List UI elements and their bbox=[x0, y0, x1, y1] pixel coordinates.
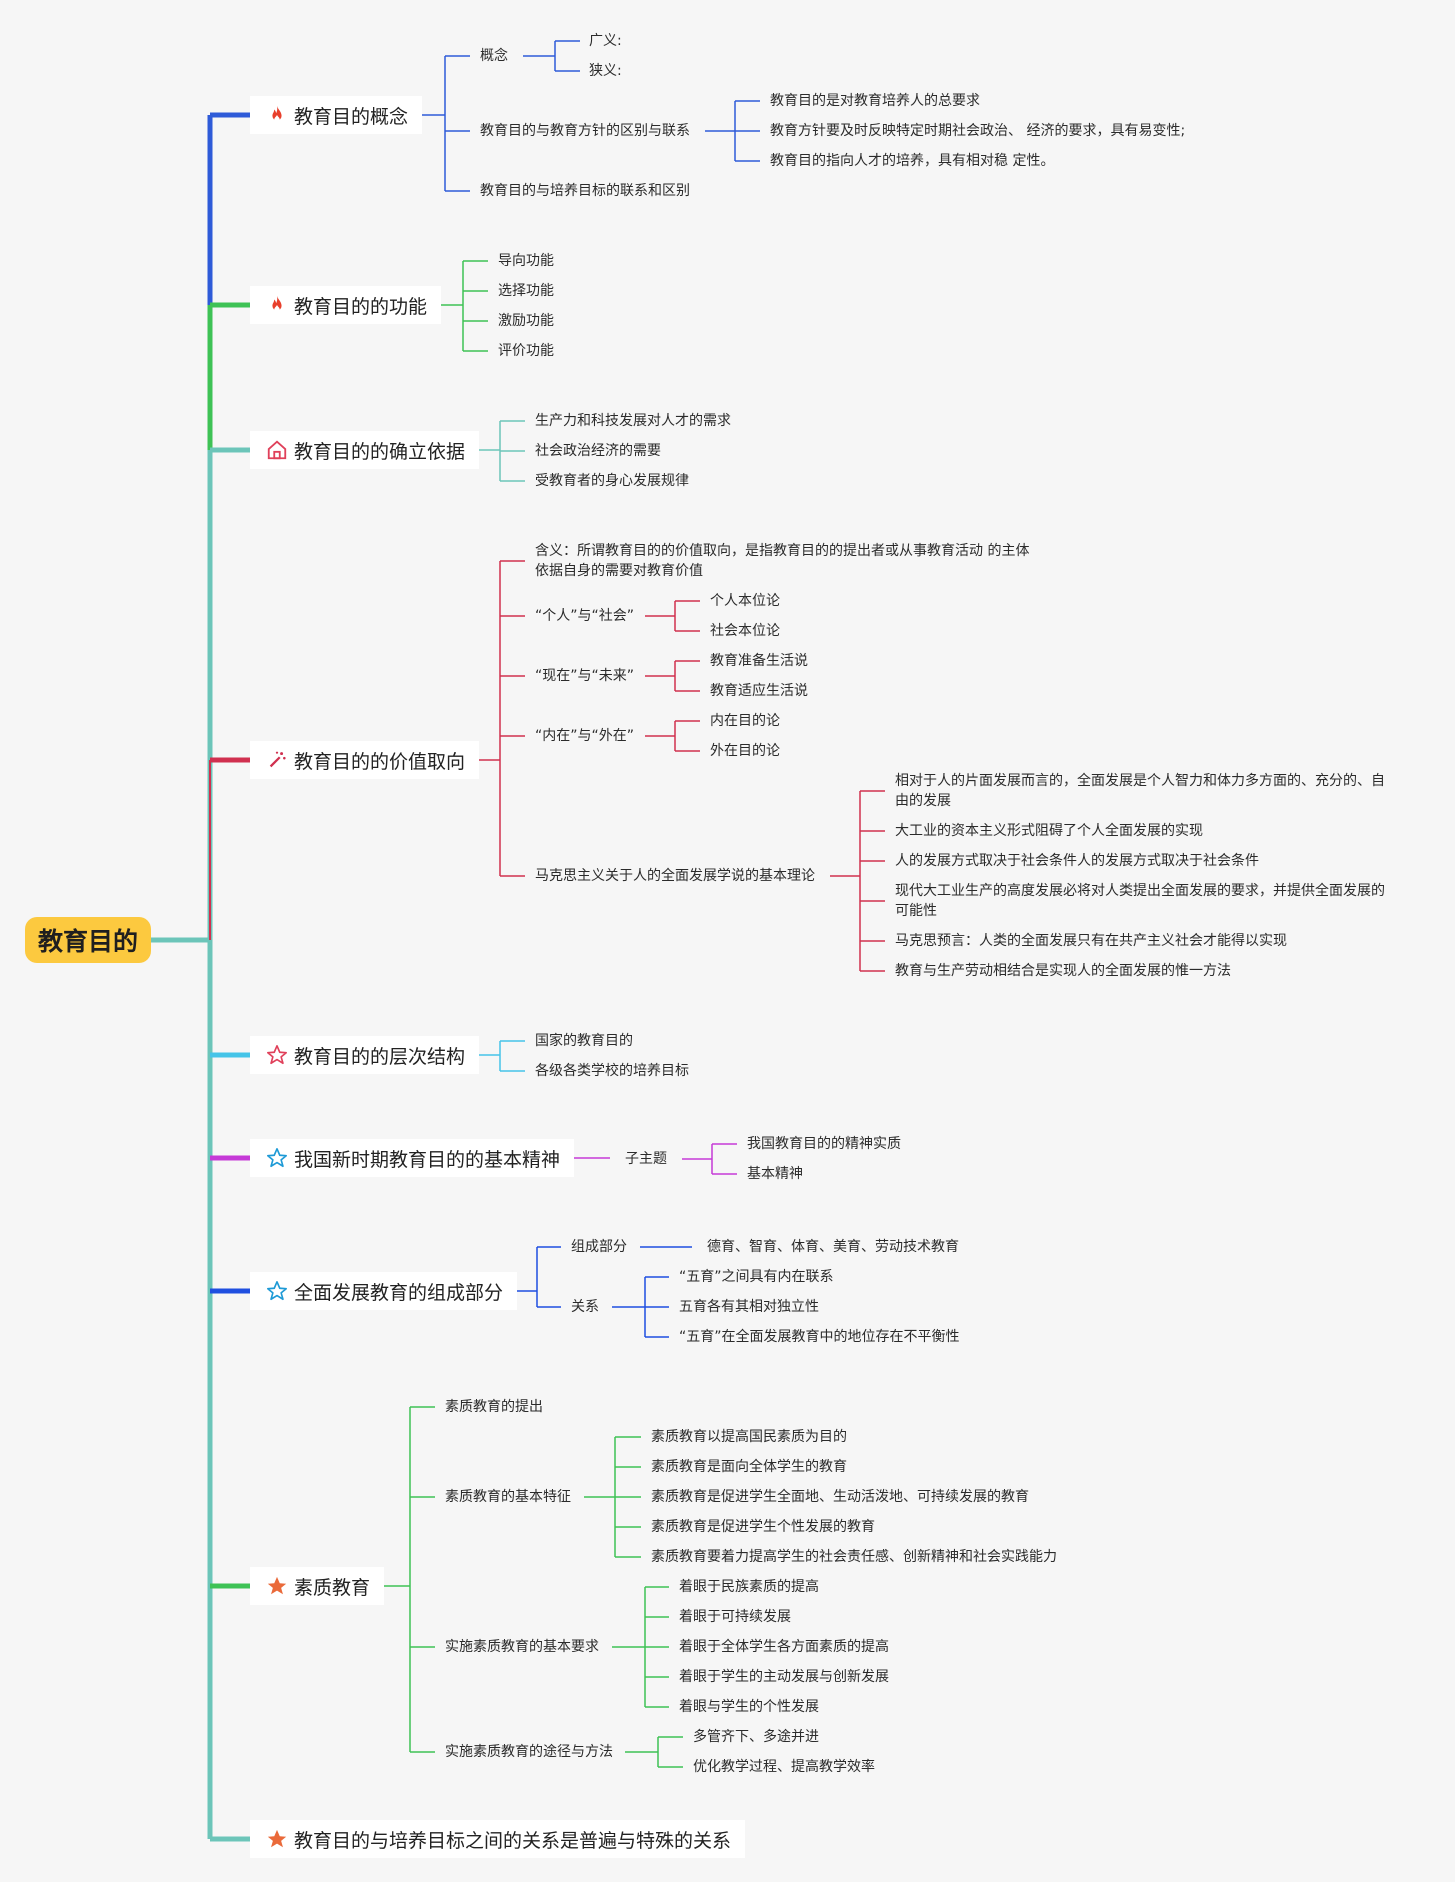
components-node[interactable]: 组成部分 bbox=[571, 1239, 627, 1255]
spirit-item[interactable]: 我国教育目的的精神实质 bbox=[747, 1136, 901, 1152]
branch-label: 全面发展教育的组成部分 bbox=[294, 1281, 504, 1304]
requirements-item[interactable]: 着眼于全体学生各方面素质的提高 bbox=[679, 1639, 889, 1655]
concept-node[interactable]: 概念 bbox=[480, 48, 508, 64]
features-item[interactable]: 素质教育以提高国民素质为目的 bbox=[651, 1429, 847, 1445]
branch-label: 教育目的的确立依据 bbox=[294, 440, 466, 463]
requirements-item[interactable]: 着眼于民族素质的提高 bbox=[679, 1579, 819, 1595]
features-item[interactable]: 素质教育是面向全体学生的教育 bbox=[651, 1459, 847, 1475]
function-item[interactable]: 选择功能 bbox=[498, 283, 554, 299]
fire-icon bbox=[266, 294, 288, 316]
branch-value[interactable]: 教育目的的价值取向 bbox=[250, 741, 480, 779]
branch-label: 教育目的的功能 bbox=[294, 295, 428, 318]
value-leaf[interactable]: 教育准备生活说 bbox=[710, 653, 808, 669]
house-icon bbox=[266, 439, 288, 461]
relation-item[interactable]: 五育各有其相对独立性 bbox=[679, 1299, 819, 1315]
value-leaf[interactable]: 教育适应生活说 bbox=[710, 683, 808, 699]
levels-item[interactable]: 国家的教育目的 bbox=[535, 1033, 633, 1049]
branch-label: 素质教育 bbox=[294, 1576, 371, 1599]
wand-icon bbox=[266, 749, 288, 771]
policy-item-3[interactable]: 教育目的指向人才的培养，具有相对稳 定性。 bbox=[770, 153, 1055, 169]
branch-levels[interactable]: 教育目的的层次结构 bbox=[250, 1036, 480, 1074]
basis-item[interactable]: 生产力和科技发展对人才的需求 bbox=[535, 413, 731, 429]
fire-icon bbox=[266, 104, 288, 126]
root-topic[interactable]: 教育目的 bbox=[25, 917, 151, 963]
marx-item[interactable]: 现代大工业生产的高度发展必将对人类提出全面发展的要求，并提供全面发展的可能性 bbox=[895, 883, 1385, 919]
function-item[interactable]: 导向功能 bbox=[498, 253, 554, 269]
relation-node[interactable]: 关系 bbox=[571, 1299, 599, 1315]
value-leaf[interactable]: 个人本位论 bbox=[710, 593, 780, 609]
value-leaf[interactable]: 外在目的论 bbox=[710, 743, 780, 759]
policy-item-1[interactable]: 教育目的是对教育培养人的总要求 bbox=[770, 93, 980, 109]
basis-item[interactable]: 社会政治经济的需要 bbox=[535, 443, 661, 459]
branch-label: 教育目的的层次结构 bbox=[294, 1045, 466, 1068]
aim-vs-policy-node[interactable]: 教育目的与教育方针的区别与联系 bbox=[480, 123, 690, 139]
branch-label: 我国新时期教育目的的基本精神 bbox=[294, 1148, 561, 1171]
star-outline-icon bbox=[266, 1280, 288, 1302]
requirements-item[interactable]: 着眼与学生的个性发展 bbox=[679, 1699, 819, 1715]
relation-item[interactable]: “五育”之间具有内在联系 bbox=[679, 1269, 834, 1285]
value-meaning-node[interactable]: 含义：所谓教育目的的价值取向，是指教育目的的提出者或从事教育活动 的主体依据自身… bbox=[535, 543, 1030, 579]
branch-label: 教育目的的价值取向 bbox=[294, 750, 466, 773]
marx-theory-node[interactable]: 马克思主义关于人的全面发展学说的基本理论 bbox=[535, 868, 815, 884]
quality-requirements-node[interactable]: 实施素质教育的基本要求 bbox=[445, 1639, 599, 1655]
subtopic-node[interactable]: 子主题 bbox=[625, 1151, 667, 1167]
star-filled-icon bbox=[266, 1828, 288, 1850]
features-item[interactable]: 素质教育是促进学生全面地、生动活泼地、可持续发展的教育 bbox=[651, 1489, 1029, 1505]
star-outline-icon bbox=[266, 1147, 288, 1169]
branch-components[interactable]: 全面发展教育的组成部分 bbox=[250, 1272, 518, 1310]
basis-item[interactable]: 受教育者的身心发展规律 bbox=[535, 473, 689, 489]
branch-relation[interactable]: 教育目的与培养目标之间的关系是普遍与特殊的关系 bbox=[250, 1820, 746, 1858]
function-item[interactable]: 激励功能 bbox=[498, 313, 554, 329]
marx-item[interactable]: 大工业的资本主义形式阻碍了个人全面发展的实现 bbox=[895, 823, 1203, 839]
star-outline-icon bbox=[266, 1044, 288, 1066]
present-future-node[interactable]: “现在”与“未来” bbox=[535, 668, 635, 684]
methods-item[interactable]: 多管齐下、多途并进 bbox=[693, 1729, 819, 1745]
branch-basis[interactable]: 教育目的的确立依据 bbox=[250, 431, 480, 469]
policy-item-2[interactable]: 教育方针要及时反映特定时期社会政治、 经济的要求，具有易变性; bbox=[770, 123, 1186, 139]
requirements-item[interactable]: 着眼于可持续发展 bbox=[679, 1609, 791, 1625]
requirements-item[interactable]: 着眼于学生的主动发展与创新发展 bbox=[679, 1669, 889, 1685]
quality-proposal-node[interactable]: 素质教育的提出 bbox=[445, 1399, 543, 1415]
value-leaf[interactable]: 内在目的论 bbox=[710, 713, 780, 729]
branch-spirit[interactable]: 我国新时期教育目的的基本精神 bbox=[250, 1139, 575, 1177]
function-item[interactable]: 评价功能 bbox=[498, 343, 554, 359]
narrow-sense-node[interactable]: 狭义: bbox=[589, 63, 622, 79]
quality-methods-node[interactable]: 实施素质教育的途径与方法 bbox=[445, 1744, 613, 1760]
marx-item[interactable]: 马克思预言：人类的全面发展只有在共产主义社会才能得以实现 bbox=[895, 933, 1287, 949]
branch-quality-education[interactable]: 素质教育 bbox=[250, 1567, 385, 1605]
individual-society-node[interactable]: “个人”与“社会” bbox=[535, 608, 635, 624]
branch-concept[interactable]: 教育目的概念 bbox=[250, 96, 423, 134]
inner-outer-node[interactable]: “内在”与“外在” bbox=[535, 728, 635, 744]
features-item[interactable]: 素质教育是促进学生个性发展的教育 bbox=[651, 1519, 875, 1535]
levels-item[interactable]: 各级各类学校的培养目标 bbox=[535, 1063, 689, 1079]
aim-vs-goal-node[interactable]: 教育目的与培养目标的联系和区别 bbox=[480, 183, 690, 199]
methods-item[interactable]: 优化教学过程、提高教学效率 bbox=[693, 1759, 875, 1775]
branch-label: 教育目的与培养目标之间的关系是普遍与特殊的关系 bbox=[294, 1829, 732, 1852]
components-item[interactable]: 德育、智育、体育、美育、劳动技术教育 bbox=[707, 1239, 959, 1255]
value-leaf[interactable]: 社会本位论 bbox=[710, 623, 780, 639]
broad-sense-node[interactable]: 广义: bbox=[589, 33, 622, 49]
quality-features-node[interactable]: 素质教育的基本特征 bbox=[445, 1489, 571, 1505]
spirit-item[interactable]: 基本精神 bbox=[747, 1166, 803, 1182]
star-filled-icon bbox=[266, 1575, 288, 1597]
features-item[interactable]: 素质教育要着力提高学生的社会责任感、创新精神和社会实践能力 bbox=[651, 1549, 1057, 1565]
branch-function[interactable]: 教育目的的功能 bbox=[250, 286, 442, 324]
marx-item[interactable]: 相对于人的片面发展而言的，全面发展是个人智力和体力多方面的、充分的、自由的发展 bbox=[895, 773, 1385, 809]
relation-item[interactable]: “五育”在全面发展教育中的地位存在不平衡性 bbox=[679, 1329, 960, 1345]
marx-item[interactable]: 人的发展方式取决于社会条件人的发展方式取决于社会条件 bbox=[895, 853, 1259, 869]
branch-label: 教育目的概念 bbox=[294, 105, 409, 128]
marx-item[interactable]: 教育与生产劳动相结合是实现人的全面发展的惟一方法 bbox=[895, 963, 1231, 979]
